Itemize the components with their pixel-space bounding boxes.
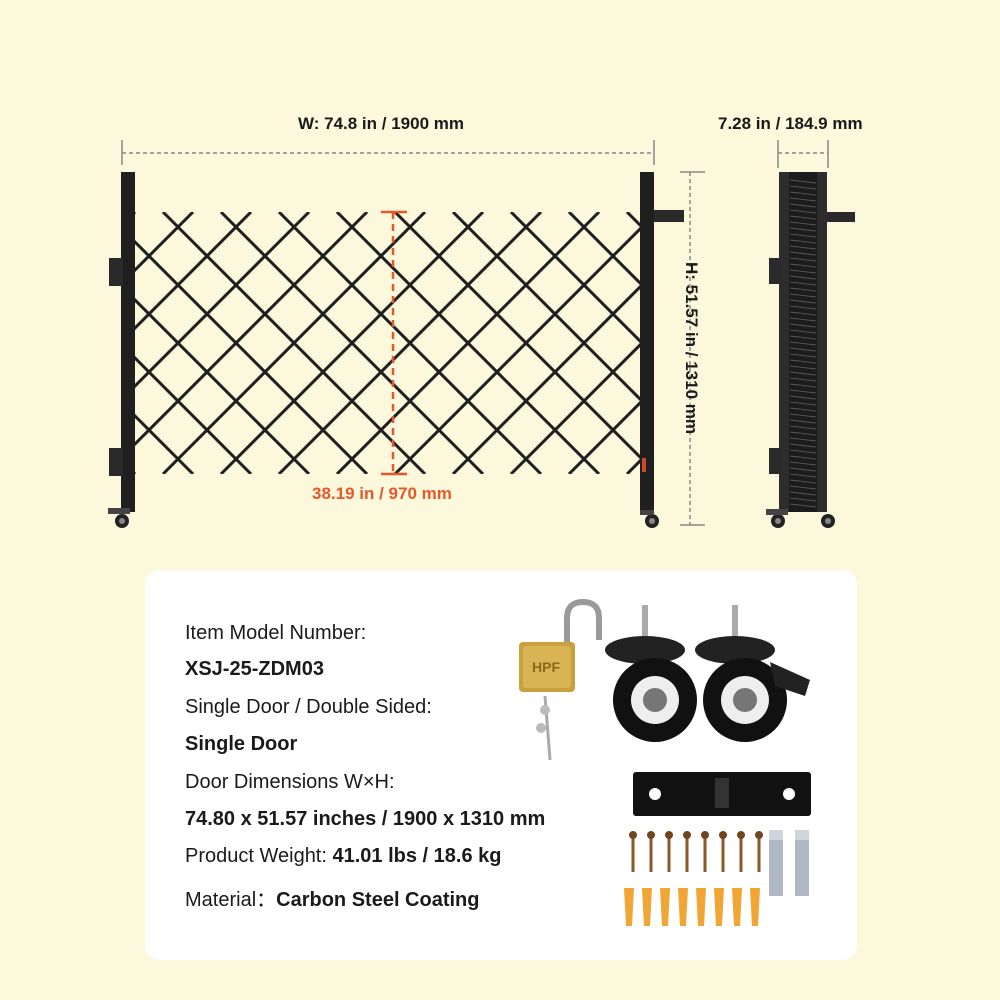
inner-height-marker	[381, 210, 407, 476]
weight-label: Product Weight:	[185, 845, 333, 867]
width-label: W: 74.8 in / 1900 mm	[298, 114, 464, 133]
gate-side-view	[766, 172, 855, 528]
weight-value: 41.01 lbs / 18.6 kg	[332, 845, 502, 867]
weight-row: Product Weight: 41.01 lbs / 18.6 kg	[185, 845, 501, 868]
door-type-value: Single Door	[185, 733, 298, 755]
inner-height-label: 38.19 in / 970 mm	[312, 484, 452, 503]
height-label: H: 51.57 in / 1310 mm	[681, 262, 701, 434]
depth-dimension-line	[777, 140, 829, 168]
caster-wheel-icon	[605, 605, 697, 742]
padlock-brand: HPF	[532, 659, 560, 675]
width-dimension-line	[121, 140, 655, 165]
screws-icon	[629, 831, 763, 872]
mounting-plate-icon	[633, 772, 811, 816]
locking-caster-wheel-icon	[695, 605, 810, 742]
door-dimensions-label: Door Dimensions W×H:	[185, 771, 395, 793]
material-label: Material：	[185, 889, 277, 911]
material-value: Carbon Steel Coating	[276, 889, 480, 911]
accessories-illustration: HPF	[519, 598, 811, 926]
spec-card: HPF	[145, 570, 857, 960]
model-number-value: XSJ-25-ZDM03	[185, 658, 324, 680]
gate-front-view	[108, 172, 684, 528]
model-number-label: Item Model Number:	[185, 622, 367, 644]
height-dimension-line	[680, 171, 705, 526]
expansion-bolts-icon	[769, 830, 809, 896]
door-dimensions-value: 74.80 x 51.57 inches / 1900 x 1310 mm	[185, 808, 546, 830]
padlock-icon: HPF	[519, 598, 602, 761]
door-type-label: Single Door / Double Sided:	[185, 696, 432, 718]
depth-label: 7.28 in / 184.9 mm	[718, 114, 863, 133]
material-row: Material：Carbon Steel Coating	[185, 883, 480, 912]
wall-anchors-icon	[624, 888, 760, 926]
